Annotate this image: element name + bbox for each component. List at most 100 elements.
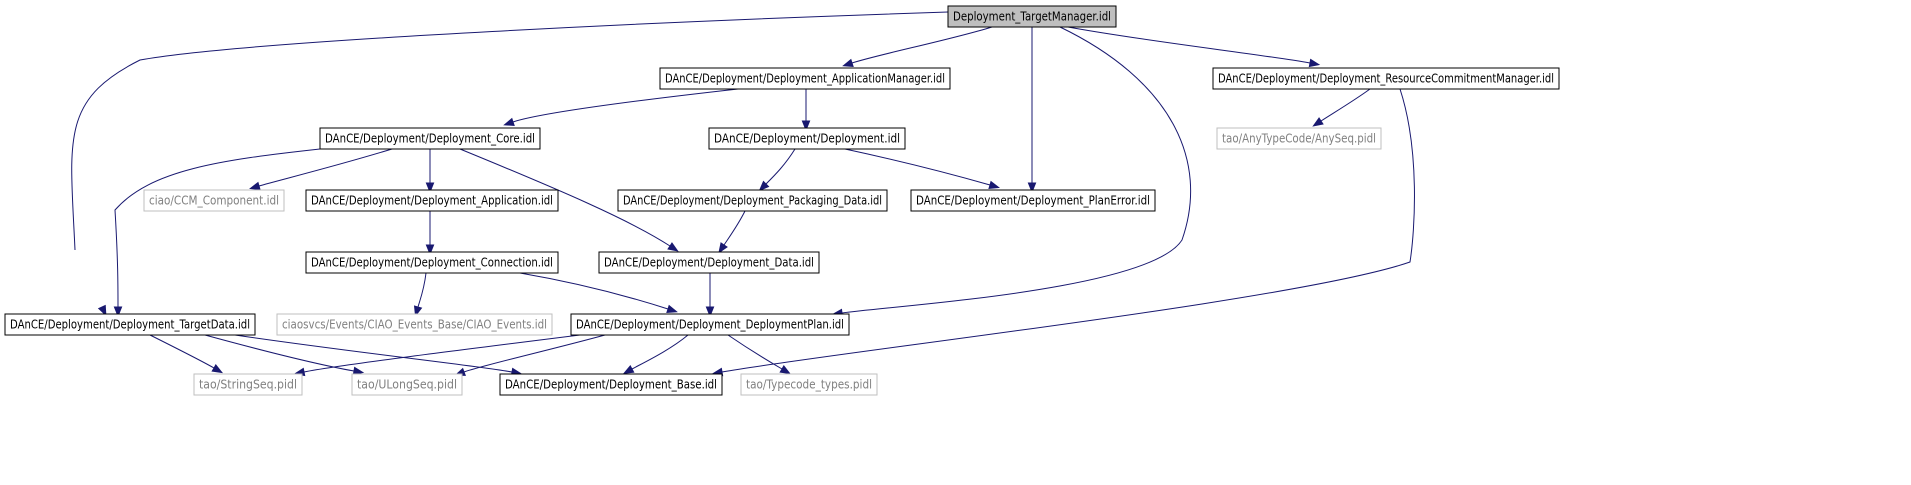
node-box <box>305 251 559 274</box>
node-data[interactable]: DAnCE/Deployment/Deployment_Data.idl <box>598 251 820 274</box>
edge-root-to-plan <box>841 26 1192 314</box>
arrowhead-dep <box>801 120 811 132</box>
arrowhead-ciaoevt <box>413 305 423 317</box>
arrowhead-pkg <box>758 180 770 192</box>
edge-pkg-to-data <box>723 210 746 246</box>
node-box <box>193 373 303 396</box>
arrowhead-target <box>97 304 107 317</box>
edge-rcm-to-anyseq <box>1320 88 1371 122</box>
edge-root-to-target <box>71 11 949 251</box>
edge-dep-to-planerr <box>844 148 991 186</box>
edge-rcm-to-base <box>721 88 1415 373</box>
node-box <box>1216 127 1382 150</box>
node-box <box>740 373 878 396</box>
node-plan[interactable]: DAnCE/Deployment/Deployment_DeploymentPl… <box>570 313 850 336</box>
node-label: DAnCE/Deployment/Deployment_Base.idl <box>505 378 717 392</box>
node-box <box>143 189 285 212</box>
node-label: tao/Typecode_types.pidl <box>746 378 872 392</box>
node-strseq: tao/StringSeq.pidl <box>193 373 303 396</box>
arrowhead-anyseq <box>1312 117 1324 127</box>
edge-core-to-target <box>114 148 321 308</box>
edge-conn-to-plan <box>519 272 669 310</box>
edge-plan-to-tctypes <box>727 334 783 370</box>
arrowhead-data <box>667 242 679 252</box>
node-label: DAnCE/Deployment/Deployment_Application.… <box>311 194 553 208</box>
node-appmgr[interactable]: DAnCE/Deployment/Deployment_ApplicationM… <box>659 67 951 90</box>
arrowhead-core <box>503 117 515 126</box>
arrowhead-planerr <box>1027 182 1037 194</box>
node-box <box>4 313 256 336</box>
node-label: DAnCE/Deployment/Deployment_ResourceComm… <box>1218 72 1554 86</box>
node-box <box>910 189 1156 212</box>
node-label: DAnCE/Deployment/Deployment_Packaging_Da… <box>623 194 882 208</box>
node-ccm: ciao/CCM_Component.idl <box>143 189 285 212</box>
edge-plan-to-strseq <box>303 334 581 373</box>
node-box <box>305 189 559 212</box>
node-label: tao/AnyTypeCode/AnySeq.pidl <box>1222 132 1376 146</box>
edge-target-to-strseq <box>149 334 215 369</box>
node-box <box>570 313 850 336</box>
arrowhead-planerr <box>988 180 1000 190</box>
node-label: DAnCE/Deployment/Deployment_DeploymentPl… <box>576 318 844 332</box>
arrowhead-app <box>425 182 435 194</box>
node-rcm[interactable]: DAnCE/Deployment/Deployment_ResourceComm… <box>1212 67 1560 90</box>
arrowhead-tctypes <box>779 365 791 375</box>
node-box <box>708 127 906 150</box>
edge-plan-to-base <box>631 334 689 370</box>
node-box <box>499 373 723 396</box>
arrowhead-rcm <box>1308 58 1321 68</box>
arrowhead-data <box>718 242 728 254</box>
node-conn[interactable]: DAnCE/Deployment/Deployment_Connection.i… <box>305 251 559 274</box>
arrowhead-ulong <box>352 366 365 376</box>
node-label: DAnCE/Deployment/Deployment.idl <box>714 132 900 146</box>
node-ulong: tao/ULongSeq.pidl <box>351 373 463 396</box>
node-box <box>659 67 951 90</box>
node-pkg[interactable]: DAnCE/Deployment/Deployment_Packaging_Da… <box>617 189 888 212</box>
node-label: ciao/CCM_Component.idl <box>149 194 279 208</box>
node-box <box>598 251 820 274</box>
node-box <box>617 189 888 212</box>
edge-root-to-appmgr <box>851 26 993 64</box>
node-box <box>947 5 1117 28</box>
node-label: DAnCE/Deployment/Deployment_TargetData.i… <box>10 318 250 332</box>
node-box <box>276 313 553 336</box>
edge-conn-to-ciaoevt <box>417 272 427 308</box>
node-box <box>1212 67 1560 90</box>
node-target[interactable]: DAnCE/Deployment/Deployment_TargetData.i… <box>4 313 256 336</box>
arrowhead-plan <box>666 304 678 313</box>
node-anyseq: tao/AnyTypeCode/AnySeq.pidl <box>1216 127 1382 150</box>
node-base[interactable]: DAnCE/Deployment/Deployment_Base.idl <box>499 373 723 396</box>
nodes-layer: Deployment_TargetManager.idlDAnCE/Deploy… <box>4 5 1560 396</box>
arrowhead-ccm <box>249 181 261 191</box>
node-tctypes: tao/Typecode_types.pidl <box>740 373 878 396</box>
edge-appmgr-to-core <box>512 88 739 123</box>
edge-core-to-ccm <box>258 148 393 187</box>
edge-core-to-data <box>459 148 671 247</box>
node-box <box>351 373 463 396</box>
arrowhead-conn <box>425 244 435 256</box>
node-box <box>319 127 541 150</box>
node-dep[interactable]: DAnCE/Deployment/Deployment.idl <box>708 127 906 150</box>
arrowhead-target <box>113 306 123 318</box>
node-ciaoevt: ciaosvcs/Events/CIAO_Events_Base/CIAO_Ev… <box>276 313 553 336</box>
node-label: tao/StringSeq.pidl <box>199 378 297 392</box>
node-label: DAnCE/Deployment/Deployment_ApplicationM… <box>665 72 945 86</box>
arrowhead-base <box>622 364 635 374</box>
node-label: DAnCE/Deployment/Deployment_Connection.i… <box>311 256 553 270</box>
edge-root-to-rcm <box>1067 26 1311 64</box>
node-root[interactable]: Deployment_TargetManager.idl <box>947 5 1117 28</box>
edge-dep-to-pkg <box>765 148 796 185</box>
node-label: DAnCE/Deployment/Deployment_PlanError.id… <box>916 194 1150 208</box>
edge-target-to-ulong <box>204 334 355 372</box>
node-planerr[interactable]: DAnCE/Deployment/Deployment_PlanError.id… <box>910 189 1156 212</box>
node-app[interactable]: DAnCE/Deployment/Deployment_Application.… <box>305 189 559 212</box>
node-core[interactable]: DAnCE/Deployment/Deployment_Core.idl <box>319 127 541 150</box>
node-label: DAnCE/Deployment/Deployment_Data.idl <box>604 256 814 270</box>
arrowhead-strseq <box>211 363 223 374</box>
node-label: Deployment_TargetManager.idl <box>953 10 1111 24</box>
node-label: DAnCE/Deployment/Deployment_Core.idl <box>325 132 535 146</box>
arrowhead-plan <box>705 306 715 318</box>
edge-plan-to-ulong <box>463 334 606 373</box>
node-label: tao/ULongSeq.pidl <box>357 378 457 392</box>
